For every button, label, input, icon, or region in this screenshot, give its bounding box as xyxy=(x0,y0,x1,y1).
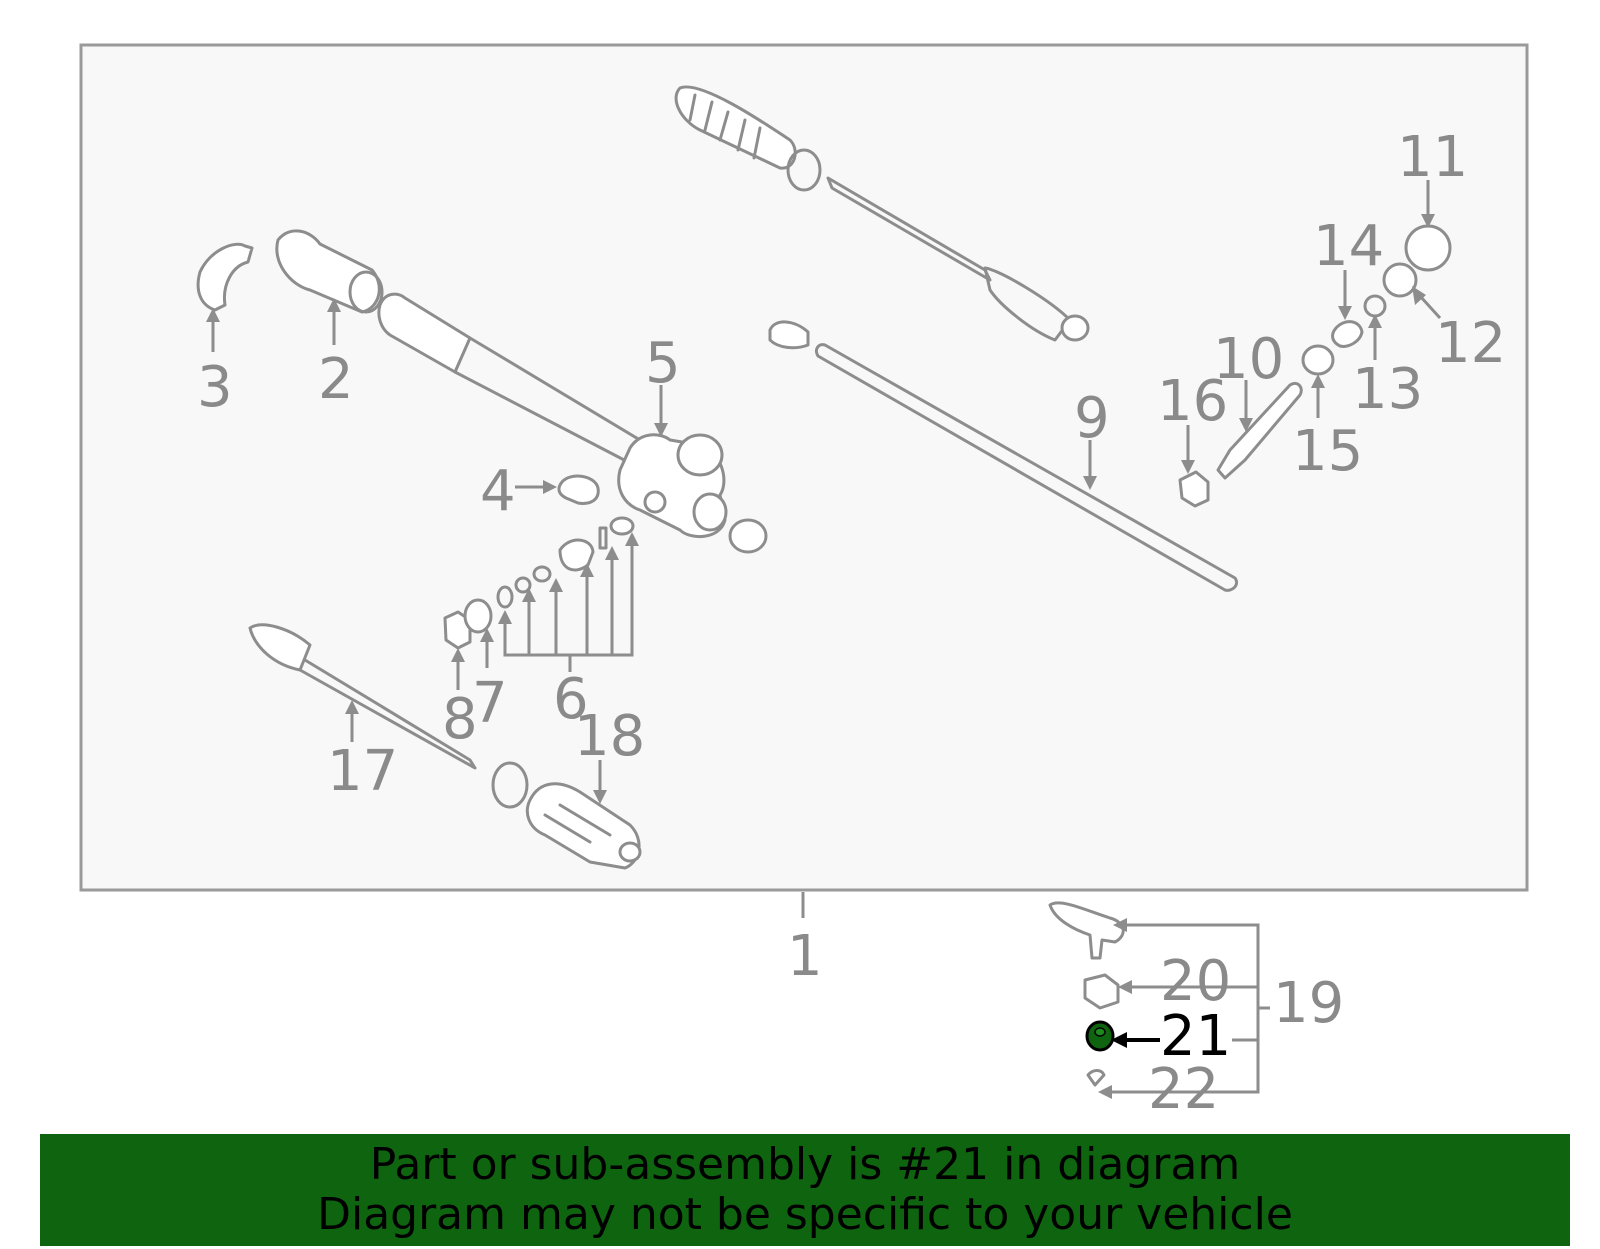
label-20: 20 xyxy=(1160,949,1231,1014)
label-17: 17 xyxy=(327,739,398,804)
nut-highlighted[interactable] xyxy=(1085,1020,1115,1052)
label-8: 8 xyxy=(442,687,478,752)
inner-tie-rod xyxy=(248,623,529,809)
label-16: 16 xyxy=(1157,369,1228,434)
label-14: 14 xyxy=(1313,214,1384,279)
label-3: 3 xyxy=(197,355,233,420)
upper-boot xyxy=(674,85,822,192)
label-7: 7 xyxy=(472,671,508,736)
valve-parts xyxy=(443,516,635,650)
bracket xyxy=(196,242,254,312)
leaders xyxy=(206,180,1442,1099)
rack-bar xyxy=(768,320,1239,592)
label-10: 10 xyxy=(1213,327,1284,392)
label-19: 19 xyxy=(1273,971,1344,1036)
valve-housing xyxy=(617,433,768,554)
label-4: 4 xyxy=(480,459,516,524)
leader-21 xyxy=(1111,1032,1160,1048)
label-5: 5 xyxy=(645,331,681,396)
label-22: 22 xyxy=(1148,1057,1219,1122)
banner-line-1: Part or sub-assembly is #21 in diagram xyxy=(369,1139,1241,1190)
banner-line-2: Diagram may not be specific to your vehi… xyxy=(317,1189,1293,1240)
label-18: 18 xyxy=(574,704,645,769)
label-6: 6 xyxy=(553,667,589,732)
housing-boot xyxy=(275,229,384,314)
tie-rod-end xyxy=(1048,901,1125,1087)
pinion-parts xyxy=(1178,224,1452,508)
label-9: 9 xyxy=(1074,386,1110,451)
label-2: 2 xyxy=(318,347,354,412)
label-11: 11 xyxy=(1397,125,1468,190)
label-21: 21 xyxy=(1160,1004,1231,1069)
upper-tie-rod xyxy=(826,176,1090,342)
label-15: 15 xyxy=(1292,419,1363,484)
lower-boot xyxy=(525,782,642,870)
label-1: 1 xyxy=(787,924,823,989)
label-12: 12 xyxy=(1435,311,1506,376)
port-fitting xyxy=(557,474,600,505)
label-13: 13 xyxy=(1352,357,1423,422)
info-banner: Part or sub-assembly is #21 in diagram D… xyxy=(40,1134,1570,1246)
assembly-frame xyxy=(79,43,1529,892)
